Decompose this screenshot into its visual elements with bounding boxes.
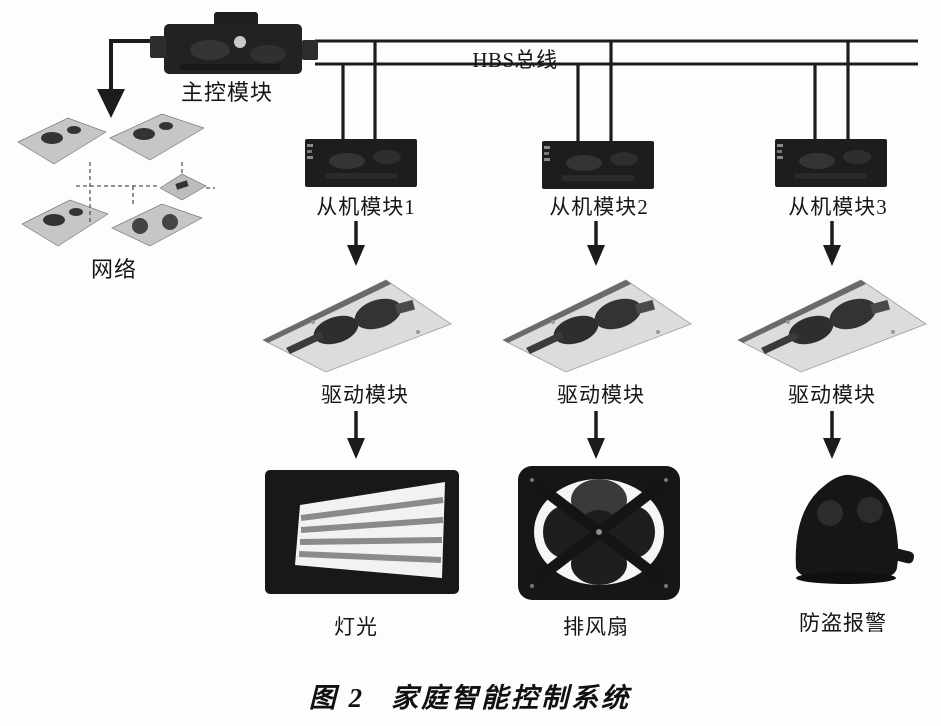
arrow-driver2-fan [587, 411, 605, 459]
network-cluster-photo [17, 113, 215, 247]
figure-caption: 图 2 家庭智能控制系统 [309, 676, 631, 715]
figure-caption-number: 图 2 [308, 683, 366, 713]
down-arrow-icon [823, 245, 841, 266]
master-to-network-arrow [97, 39, 158, 118]
down-arrow-icon [823, 438, 841, 459]
down-arrow-icon [97, 89, 125, 118]
light-fixture-photo [265, 470, 459, 594]
slave1-label: 从机模块1 [316, 195, 416, 219]
arrow-slave3-driver3 [823, 221, 841, 266]
driver3-module-photo [737, 279, 927, 373]
device-alarm-label: 防盗报警 [799, 611, 887, 635]
alarm-siren-photo [795, 474, 915, 584]
driver1-module-photo [262, 279, 452, 373]
down-arrow-icon [347, 438, 365, 459]
slave2-module-photo [542, 141, 654, 189]
driver3-label: 驱动模块 [788, 383, 876, 407]
device-light-label: 灯光 [334, 615, 378, 639]
network-dashed-links [76, 162, 215, 222]
slave1-module-photo [305, 139, 417, 187]
master-module-photo [150, 12, 318, 74]
bus-label: HBS总线 [472, 48, 558, 72]
slave3-label: 从机模块3 [788, 195, 888, 219]
slave3-module-photo [775, 139, 887, 187]
arrow-slave1-driver1 [347, 221, 365, 266]
slave2-label: 从机模块2 [549, 195, 649, 219]
down-arrow-icon [587, 438, 605, 459]
hbs-bus-lines [315, 39, 918, 66]
slave3-bus-taps [813, 41, 850, 140]
driver1-label: 驱动模块 [321, 383, 409, 407]
arrow-driver3-alarm [823, 411, 841, 459]
arrow-driver1-light [347, 411, 365, 459]
arrow-slave2-driver2 [587, 221, 605, 266]
master-module-label: 主控模块 [180, 80, 274, 105]
slave2-bus-taps [576, 41, 613, 142]
slave1-bus-taps [341, 41, 377, 140]
down-arrow-icon [587, 245, 605, 266]
exhaust-fan-photo [518, 466, 680, 600]
driver2-module-photo [502, 279, 692, 373]
figure-caption-title: 家庭智能控制系统 [391, 683, 632, 713]
network-label: 网络 [90, 257, 138, 282]
device-fan-label: 排风扇 [563, 615, 629, 639]
down-arrow-icon [347, 245, 365, 266]
driver2-label: 驱动模块 [557, 383, 645, 407]
